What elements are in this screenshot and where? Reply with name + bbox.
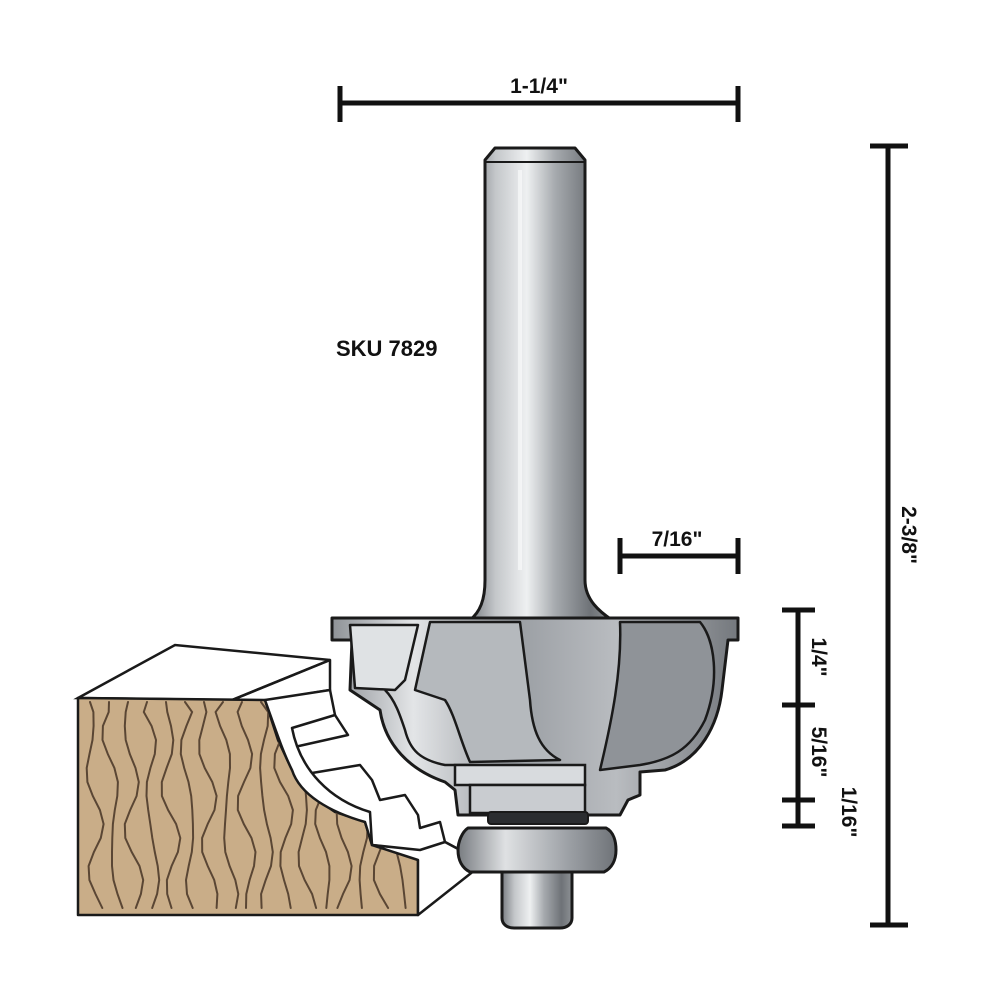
carbide-wing-left bbox=[348, 623, 420, 692]
grain-line bbox=[259, 701, 274, 909]
sku-label: SKU 7829 bbox=[336, 336, 438, 361]
router-bit bbox=[330, 146, 740, 930]
grain-line bbox=[101, 701, 124, 909]
dimension-profile-steps: 1/4" 5/16" 1/16" bbox=[782, 607, 860, 838]
overall-height-label: 2-3/8" bbox=[897, 506, 920, 564]
wood-top-face bbox=[73, 643, 331, 702]
cove-profile-edge bbox=[384, 689, 470, 767]
upper-step-label: 1/4" bbox=[807, 637, 830, 676]
grain-line bbox=[123, 701, 145, 909]
dimension-overall-height: 2-3/8" bbox=[870, 143, 920, 928]
grain-line bbox=[160, 701, 182, 909]
lower-step-2 bbox=[468, 783, 587, 815]
lower-step bbox=[453, 763, 587, 787]
grain-line bbox=[198, 701, 219, 909]
bearing bbox=[456, 826, 618, 874]
wood-workpiece bbox=[73, 643, 477, 917]
pilot-screw bbox=[500, 870, 574, 930]
overall-width-label: 1-1/4" bbox=[510, 75, 568, 98]
grain-line bbox=[179, 701, 195, 909]
bearing-washer bbox=[487, 811, 589, 825]
grain-line bbox=[214, 701, 240, 909]
dimension-cut-depth: 7/16" bbox=[617, 528, 741, 574]
cut-depth-label: 7/16" bbox=[652, 528, 703, 551]
grain-line bbox=[85, 701, 105, 909]
shank bbox=[468, 146, 614, 622]
lower-step-label: 5/16" bbox=[807, 727, 830, 778]
fillet-label: 1/16" bbox=[837, 787, 860, 838]
grain-line bbox=[236, 701, 257, 909]
carbide-wing-right bbox=[598, 620, 716, 772]
grain-line bbox=[142, 701, 161, 909]
wood-cove-cut bbox=[263, 688, 374, 847]
carbide-wing-center bbox=[413, 620, 562, 764]
dimension-overall-width: 1-1/4" bbox=[337, 75, 741, 122]
